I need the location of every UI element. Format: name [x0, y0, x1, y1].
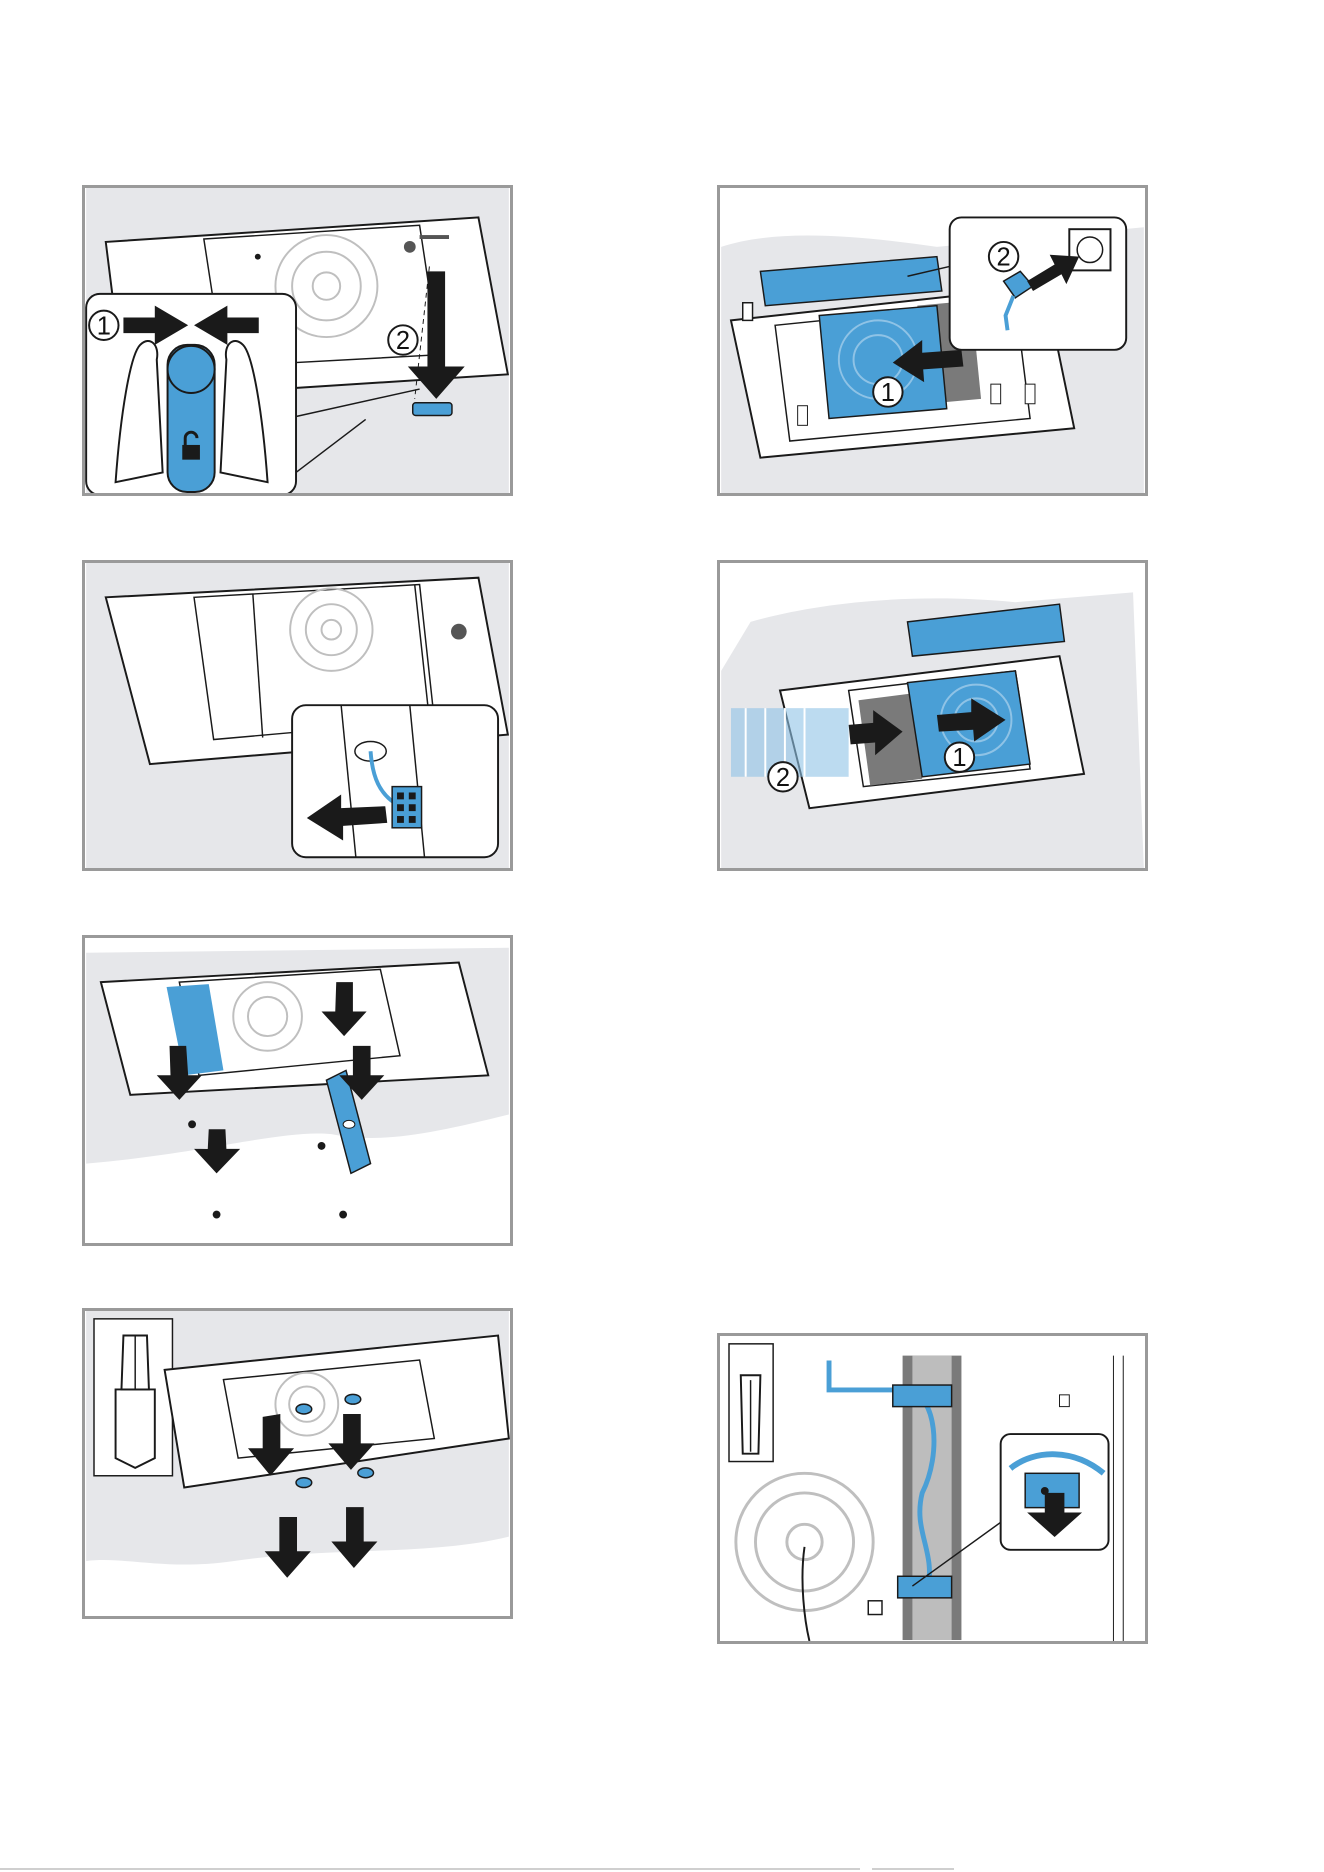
remove-panel-screws-drawing: [85, 1311, 510, 1616]
connector-plug-icon: [392, 787, 421, 828]
remove-cover-screws-drawing: [85, 938, 510, 1243]
unlock-filter-drawing: 1 2: [85, 188, 510, 493]
callout-number: 1: [881, 379, 895, 407]
callout-number: 2: [776, 764, 790, 792]
callout-number: 2: [396, 327, 410, 355]
remove-cable-clip-drawing: [720, 1336, 1145, 1641]
illustration-slide-module-hose: 1 2: [717, 560, 1148, 871]
illustration-remove-cover-screws: [82, 935, 513, 1246]
illustration-disconnect-connector: [82, 560, 513, 871]
callout-number: 1: [97, 312, 111, 340]
torx-driver-icon: [741, 1375, 761, 1453]
illustration-remove-cable-clip: [717, 1333, 1148, 1644]
disconnect-connector-drawing: [85, 563, 510, 868]
callout-number: 2: [997, 244, 1011, 272]
illustration-unplug-slide: 1 2: [717, 185, 1148, 496]
unplug-slide-drawing: 1 2: [720, 188, 1145, 493]
callout-number: 1: [952, 744, 966, 772]
illustration-unlock-filter: 1 2: [82, 185, 513, 496]
footer-rule: [0, 1868, 860, 1870]
slide-module-hose-drawing: 1 2: [720, 563, 1145, 868]
footer-rule-short: [872, 1868, 954, 1870]
illustration-remove-panel-screws: [82, 1308, 513, 1619]
